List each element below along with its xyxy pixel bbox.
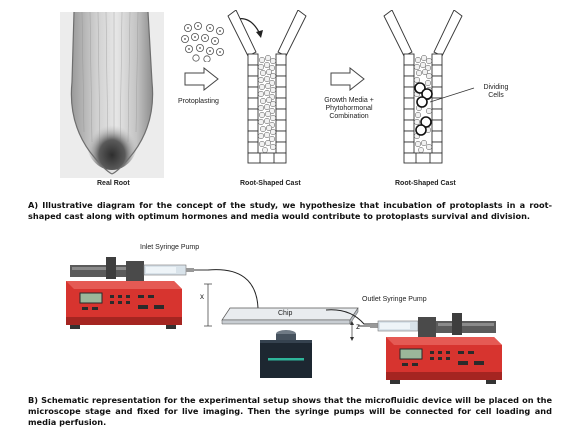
x-label: x <box>200 292 204 301</box>
growth-media-label: Growth Media + Phytohormonal Combination <box>322 97 376 121</box>
z-dimension <box>350 321 354 341</box>
real-root-image <box>60 12 164 178</box>
inlet-syringe-pump <box>66 257 208 329</box>
outlet-syringe-pump <box>358 313 502 384</box>
inlet-pump-label: Inlet Syringe Pump <box>140 244 200 251</box>
growth-label-line2: Phytohormonal <box>325 105 373 112</box>
root-shaped-cast-2 <box>383 10 463 164</box>
protoplast-cluster-icon <box>181 22 225 62</box>
outlet-pump-label: Outlet Syringe Pump <box>362 296 427 303</box>
growth-label-line3: Combination <box>329 113 369 120</box>
chip-label: Chip <box>278 310 293 317</box>
arrow-right-icon <box>330 67 365 91</box>
cast1-label: Root-Shaped Cast <box>240 180 301 187</box>
growth-label-line1: Growth Media + <box>324 97 374 104</box>
real-root-label: Real Root <box>97 180 130 187</box>
cast2-label: Root-Shaped Cast <box>395 180 456 187</box>
microscope-icon <box>260 330 312 378</box>
panel-a-caption: A) Illustrative diagram for the concept … <box>28 200 552 221</box>
chip <box>221 307 359 325</box>
dividing-label-line1: Dividing <box>483 84 509 91</box>
x-dimension <box>204 283 212 327</box>
dividing-cells-label: Dividing Cells <box>476 84 516 100</box>
dividing-label-line2: Cells <box>488 92 504 99</box>
root-shaped-cast-1 <box>227 10 307 164</box>
outlet-tubing <box>325 309 386 325</box>
dividing-cells-pointer <box>430 87 475 103</box>
arrow-right-icon <box>184 67 219 91</box>
protoplasting-label: Protoplasting <box>178 98 219 105</box>
panel-b-caption: B) Schematic representation for the expe… <box>28 395 552 427</box>
